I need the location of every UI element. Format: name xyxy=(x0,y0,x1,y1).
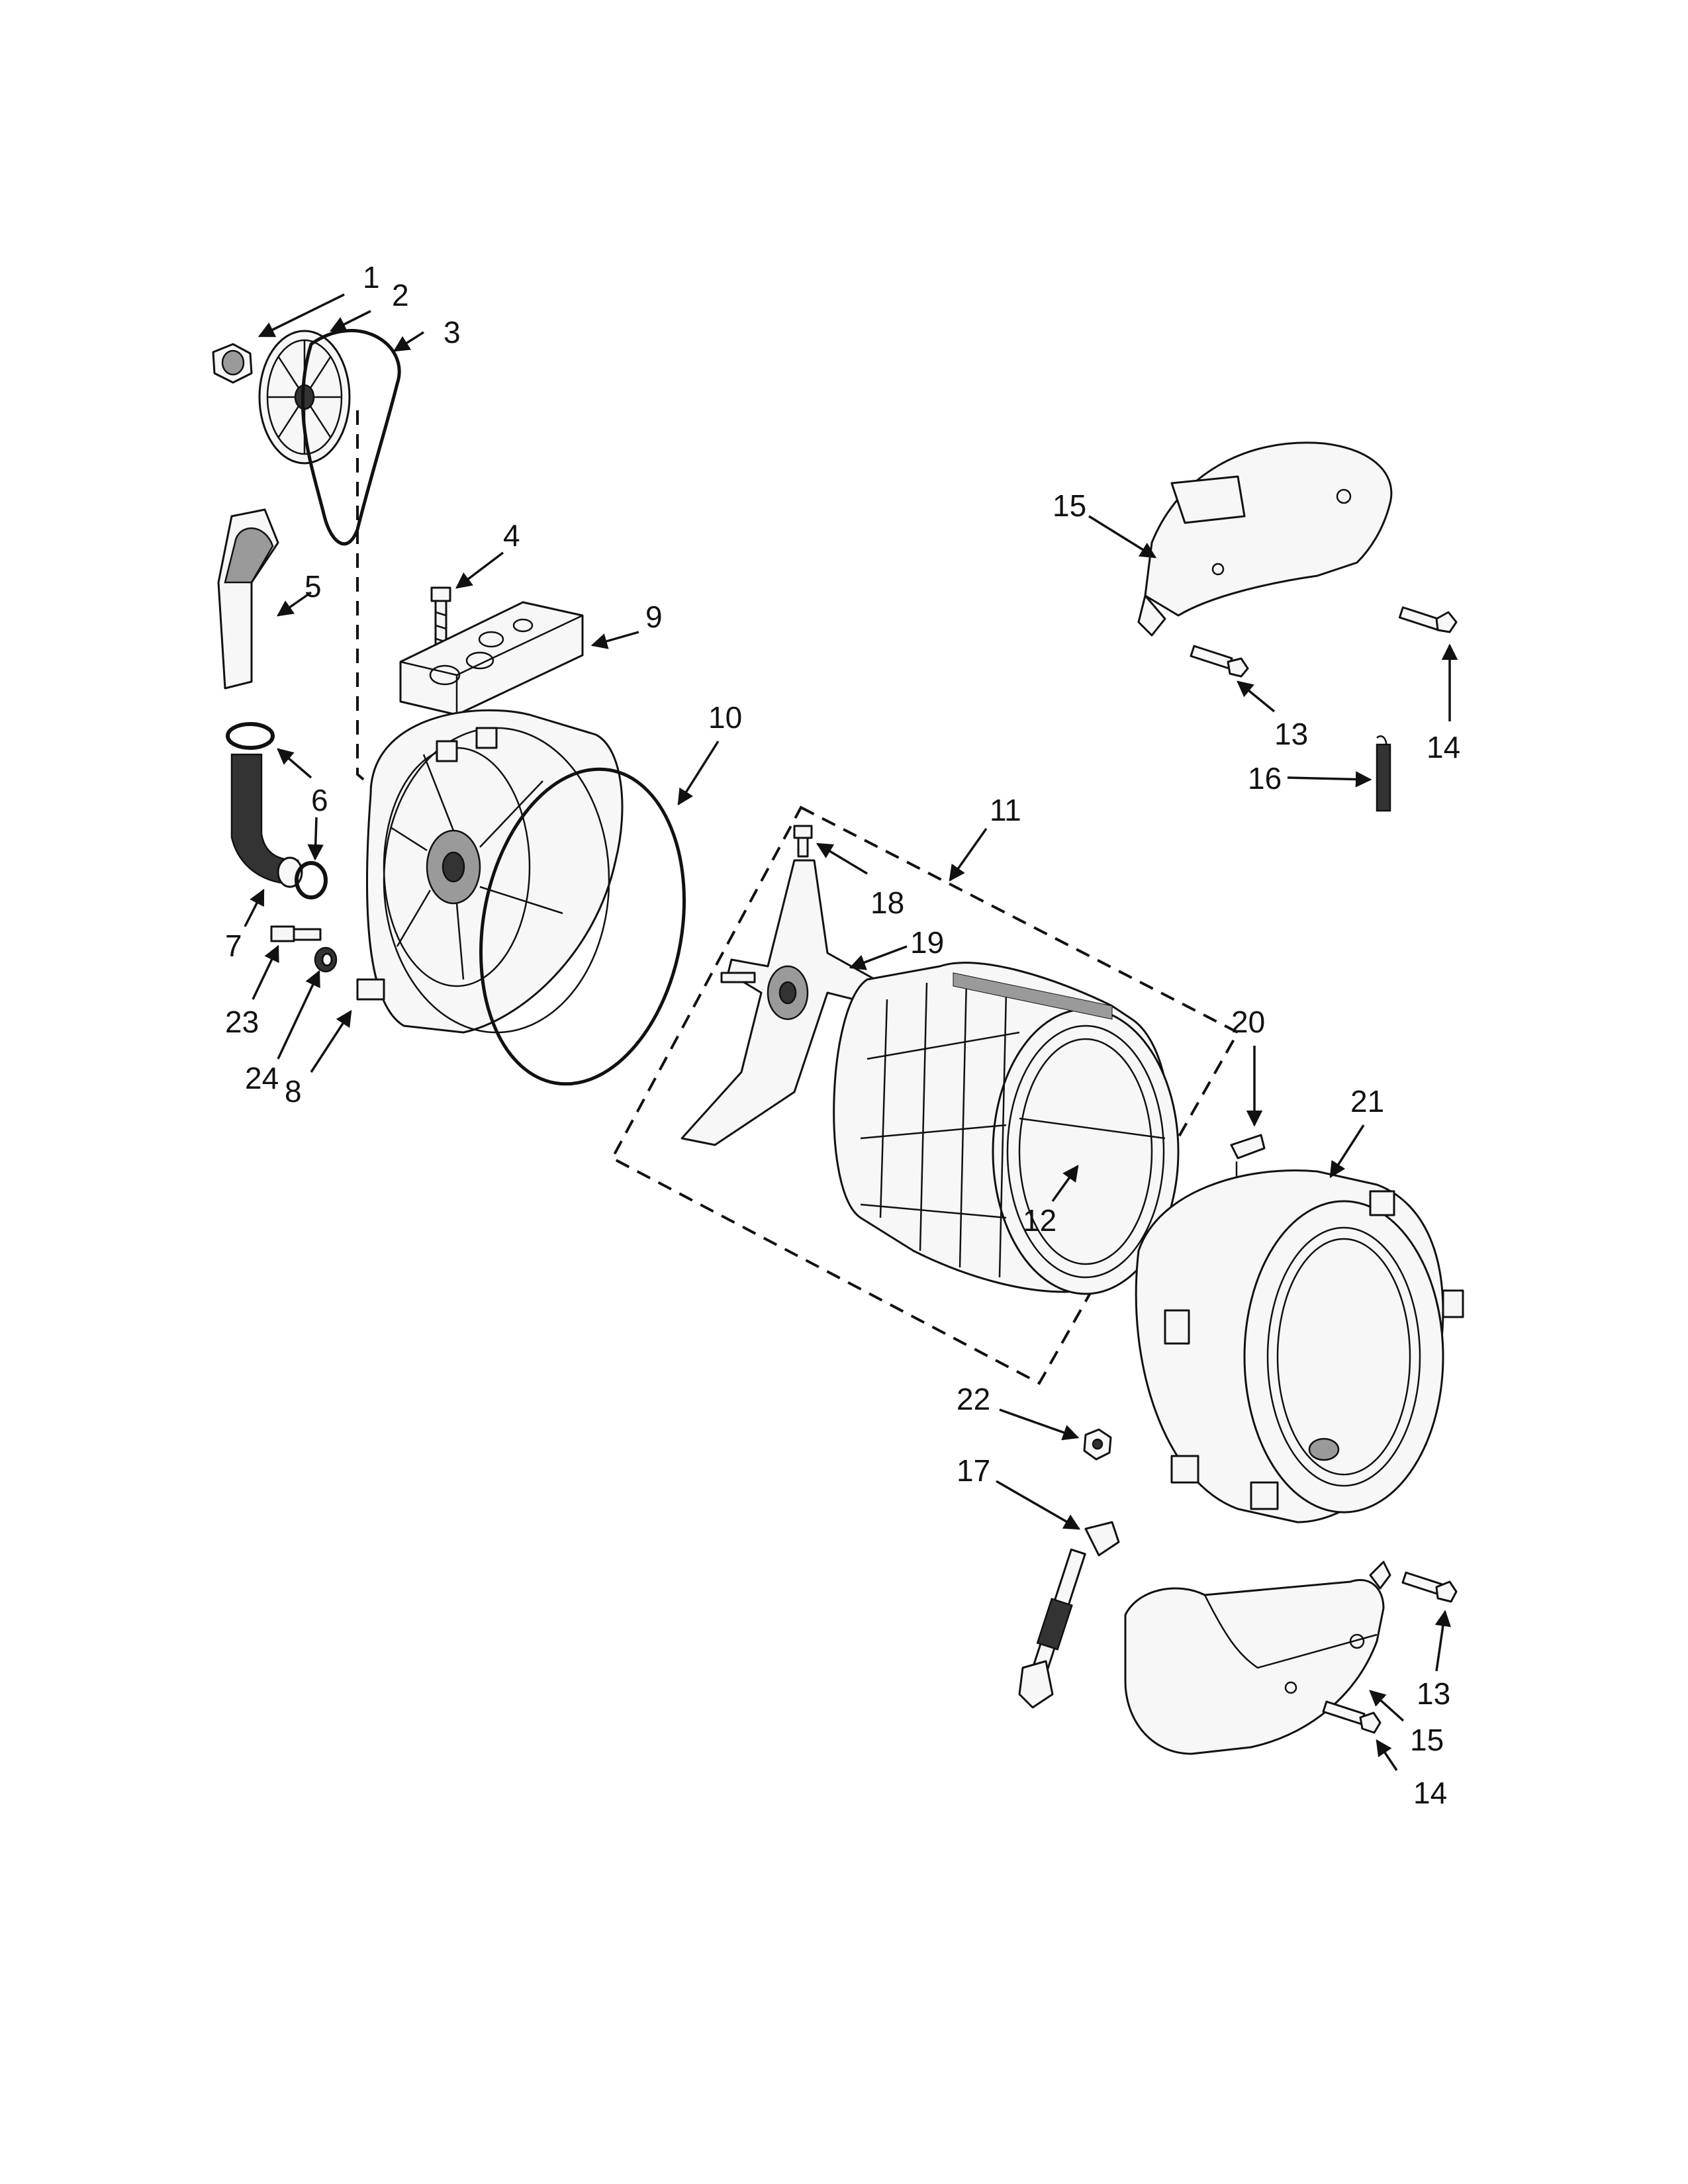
leader-23 xyxy=(252,944,279,1000)
callout-2: 2 xyxy=(392,278,409,312)
callout-18: 18 xyxy=(870,886,904,920)
leader-lines xyxy=(244,293,1458,1771)
leader-5 xyxy=(276,591,312,617)
leader-12 xyxy=(1051,1165,1079,1203)
leader-3 xyxy=(393,331,424,352)
leader-8 xyxy=(310,1009,352,1073)
callout-13-upper: 13 xyxy=(1274,717,1308,751)
leader-6 xyxy=(277,748,312,779)
callout-8: 8 xyxy=(285,1074,302,1109)
callout-17: 17 xyxy=(957,1453,990,1488)
callout-9: 9 xyxy=(645,600,663,634)
leader-22 xyxy=(999,1408,1080,1441)
part-belt xyxy=(301,329,401,546)
part-fitting xyxy=(270,925,322,942)
part-clip-nut xyxy=(1083,1428,1112,1461)
leader-11 xyxy=(949,827,988,882)
callout-11: 11 xyxy=(990,793,1021,827)
leader-15b xyxy=(1369,1690,1405,1722)
leader-1 xyxy=(258,293,345,338)
callout-21: 21 xyxy=(1350,1084,1384,1118)
leader-9 xyxy=(590,631,639,649)
leader-16 xyxy=(1287,771,1372,788)
leader-6b xyxy=(307,817,324,861)
callout-labels: 1 2 3 4 5 6 7 23 24 8 9 10 11 12 18 19 2… xyxy=(225,260,1460,1810)
leader-13b xyxy=(1434,1610,1451,1672)
callout-5: 5 xyxy=(305,569,322,604)
leader-18 xyxy=(816,842,868,875)
part-pulley xyxy=(258,330,351,465)
callout-14-upper: 14 xyxy=(1427,730,1460,764)
leader-4 xyxy=(455,551,504,589)
part-drum-spider xyxy=(680,859,888,1146)
part-clamp-top xyxy=(226,722,275,750)
alignment-line xyxy=(356,410,405,815)
part-drain-hose xyxy=(230,753,303,888)
part-screw-upper-13 xyxy=(1190,645,1249,678)
part-drain-hose-connector xyxy=(217,508,279,690)
callout-24: 24 xyxy=(245,1061,279,1095)
leader-2 xyxy=(329,310,371,332)
leader-10 xyxy=(677,741,720,806)
leader-7 xyxy=(244,888,265,927)
part-grommet xyxy=(314,946,338,973)
callout-14-lower: 14 xyxy=(1413,1776,1447,1810)
callout-20: 20 xyxy=(1231,1005,1265,1039)
callout-23: 23 xyxy=(225,1005,259,1039)
part-tub-seal xyxy=(479,767,686,1086)
part-screw-lower-13 xyxy=(1401,1571,1458,1603)
part-rear-bracket xyxy=(399,601,584,716)
callout-12: 12 xyxy=(1023,1203,1056,1238)
callout-7: 7 xyxy=(225,929,242,963)
callout-13-lower: 13 xyxy=(1417,1676,1450,1711)
leader-14b xyxy=(1376,1739,1398,1771)
leader-13a xyxy=(1237,680,1276,713)
part-screw-upper-14 xyxy=(1398,606,1458,633)
part-lower-counterweight xyxy=(1124,1561,1391,1755)
part-basket-bolt xyxy=(793,825,813,858)
leader-24 xyxy=(277,970,320,1060)
callout-3: 3 xyxy=(444,315,461,349)
part-shock-absorber xyxy=(1018,1521,1120,1709)
leader-19 xyxy=(849,945,908,970)
callout-19: 19 xyxy=(910,925,944,960)
callout-22: 22 xyxy=(957,1382,990,1416)
part-clamp-bottom xyxy=(295,861,328,899)
callout-10: 10 xyxy=(708,700,742,735)
part-rear-tub xyxy=(356,709,624,1034)
basket-assembly-box xyxy=(610,805,1240,1385)
leader-21 xyxy=(1329,1124,1365,1179)
part-nut xyxy=(212,343,253,384)
part-spring xyxy=(1376,735,1391,812)
part-front-tub xyxy=(1135,1169,1464,1524)
callout-1: 1 xyxy=(363,260,380,295)
callout-6: 6 xyxy=(311,783,328,817)
callout-15-upper: 15 xyxy=(1053,488,1086,523)
callout-16: 16 xyxy=(1248,761,1282,796)
callout-4: 4 xyxy=(503,518,520,553)
part-screw-lower-14 xyxy=(1322,1700,1382,1734)
part-drum xyxy=(833,962,1180,1295)
part-upper-counterweight xyxy=(1137,441,1393,637)
callout-15-lower: 15 xyxy=(1410,1723,1444,1757)
leader-15a xyxy=(1088,515,1157,559)
leader-17 xyxy=(996,1480,1081,1530)
